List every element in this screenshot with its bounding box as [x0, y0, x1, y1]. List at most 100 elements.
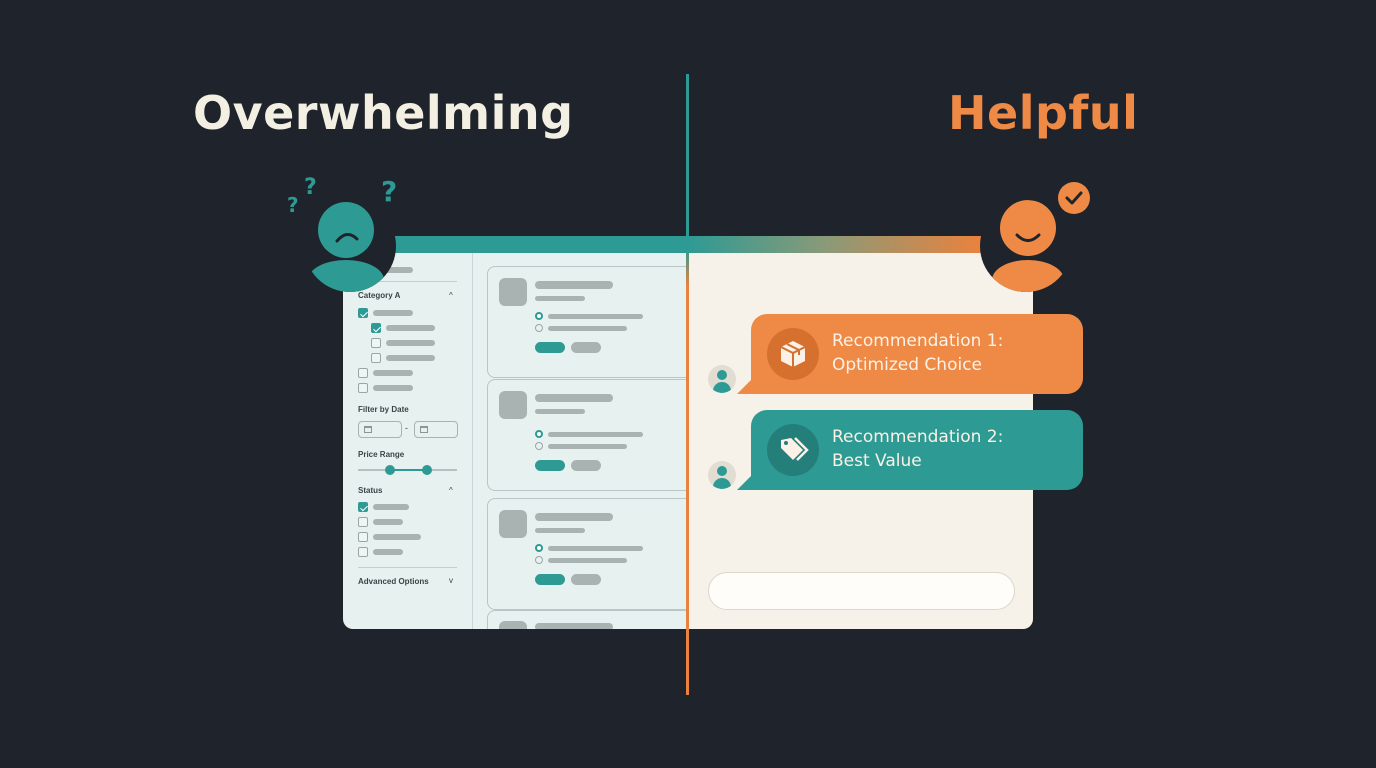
checkbox[interactable] — [358, 547, 368, 557]
body — [308, 260, 384, 292]
result-card[interactable] — [487, 266, 707, 378]
option-line — [386, 325, 435, 331]
option-line — [373, 310, 413, 316]
user-avatar — [708, 461, 736, 489]
card-title-line — [535, 513, 613, 521]
calendar-icon — [364, 426, 372, 433]
chevron-up-icon[interactable]: ^ — [449, 486, 453, 495]
overwhelming-ui: Category A ^ Filter by Date - Price Rang… — [343, 236, 707, 629]
result-card[interactable] — [487, 498, 707, 610]
price-range-label: Price Range — [358, 450, 405, 459]
option-line — [548, 546, 643, 551]
option-line — [373, 519, 403, 525]
chevron-down-icon[interactable]: v — [449, 576, 453, 585]
date-separator: - — [405, 423, 408, 433]
filter-by-date-label: Filter by Date — [358, 405, 409, 414]
filter-sidebar: Category A ^ Filter by Date - Price Rang… — [343, 253, 473, 629]
radio-option[interactable] — [535, 442, 543, 450]
center-divider-bottom — [686, 250, 689, 695]
head — [318, 202, 374, 258]
happy-person-icon — [980, 200, 1072, 292]
divider — [358, 567, 457, 568]
price-range-slider[interactable] — [358, 465, 457, 475]
chat-input[interactable] — [708, 572, 1015, 610]
option-line — [386, 355, 435, 361]
slider-range — [389, 469, 426, 471]
recommendation-2-subtitle: Best Value — [832, 451, 922, 471]
radio-option[interactable] — [535, 312, 543, 320]
radio-option[interactable] — [535, 324, 543, 332]
price-tag-icon — [767, 424, 819, 476]
card-subtitle-line — [535, 296, 585, 301]
option-line — [373, 370, 413, 376]
divider — [358, 281, 457, 282]
checkbox[interactable] — [371, 353, 381, 363]
center-divider-top — [686, 74, 689, 250]
date-to-input[interactable] — [414, 421, 458, 438]
recommendation-1-subtitle: Optimized Choice — [832, 355, 982, 375]
slider-min-handle[interactable] — [385, 465, 395, 475]
recommendation-2-title: Recommendation 2: — [832, 427, 1004, 447]
body — [992, 260, 1064, 292]
option-line — [373, 534, 421, 540]
checkbox[interactable] — [358, 383, 368, 393]
recommendation-1-bubble[interactable]: Recommendation 1: Optimized Choice — [751, 314, 1083, 394]
recommendation-1-title: Recommendation 1: — [832, 331, 1004, 351]
confused-person-icon — [304, 200, 396, 292]
helpful-title: Helpful — [948, 86, 1139, 140]
option-line — [548, 432, 643, 437]
option-line — [548, 558, 627, 563]
thumbnail — [499, 621, 527, 629]
option-line — [386, 340, 435, 346]
checkbox[interactable] — [358, 502, 368, 512]
status-label: Status — [358, 486, 383, 495]
checkbox[interactable] — [358, 308, 368, 318]
card-title-line — [535, 623, 613, 629]
checkbox[interactable] — [371, 338, 381, 348]
checkbox[interactable] — [358, 517, 368, 527]
radio-option[interactable] — [535, 544, 543, 552]
radio-option[interactable] — [535, 556, 543, 564]
option-line — [373, 504, 409, 510]
primary-button[interactable] — [535, 574, 565, 585]
head — [1000, 200, 1056, 256]
question-mark-icon: ? — [304, 175, 317, 200]
recommendation-2-bubble[interactable]: Recommendation 2: Best Value — [751, 410, 1083, 490]
result-card[interactable] — [487, 610, 707, 629]
result-card[interactable] — [487, 379, 707, 491]
option-line — [548, 444, 627, 449]
option-line — [373, 549, 403, 555]
checkbox[interactable] — [358, 532, 368, 542]
chevron-up-icon[interactable]: ^ — [449, 291, 453, 300]
card-title-line — [535, 394, 613, 402]
option-line — [373, 385, 413, 391]
option-line — [548, 314, 643, 319]
secondary-button[interactable] — [571, 460, 601, 471]
category-a-label: Category A — [358, 291, 401, 300]
primary-button[interactable] — [535, 342, 565, 353]
checkbox[interactable] — [358, 368, 368, 378]
card-subtitle-line — [535, 528, 585, 533]
option-line — [548, 326, 627, 331]
secondary-button[interactable] — [571, 574, 601, 585]
overwhelming-title: Overwhelming — [193, 86, 574, 140]
thumbnail — [499, 510, 527, 538]
slider-max-handle[interactable] — [422, 465, 432, 475]
checkmark-icon — [1065, 191, 1083, 205]
checkmark-badge — [1058, 182, 1090, 214]
thumbnail — [499, 391, 527, 419]
calendar-icon — [420, 426, 428, 433]
user-avatar — [708, 365, 736, 393]
secondary-button[interactable] — [571, 342, 601, 353]
package-icon — [767, 328, 819, 380]
thumbnail — [499, 278, 527, 306]
question-mark-icon: ? — [381, 175, 398, 208]
question-mark-icon: ? — [287, 193, 299, 217]
radio-option[interactable] — [535, 430, 543, 438]
card-subtitle-line — [535, 409, 585, 414]
checkbox[interactable] — [371, 323, 381, 333]
date-from-input[interactable] — [358, 421, 402, 438]
advanced-options-label[interactable]: Advanced Options — [358, 577, 429, 586]
primary-button[interactable] — [535, 460, 565, 471]
card-title-line — [535, 281, 613, 289]
